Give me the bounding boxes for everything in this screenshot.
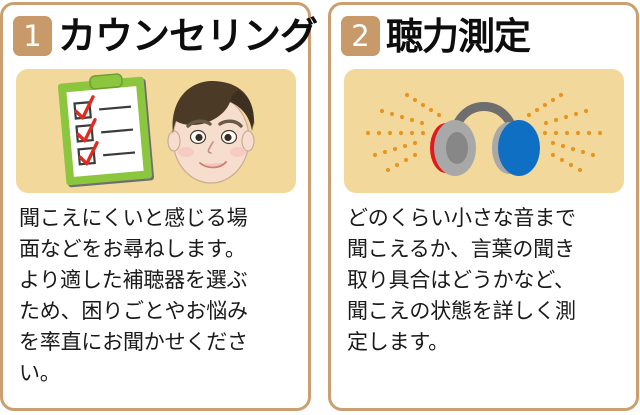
card-2-title: 聴力測定 [386,14,531,58]
hearing-test-illustration [343,69,624,193]
step-card-1: 1 カウンセリング [0,2,318,411]
clipboard-icon [57,73,154,188]
sound-rays-left-icon [365,92,441,173]
card-2-header: 2 聴力測定 [331,5,636,67]
card-1-body: 聞こえにくいと感じる場 面などをお尋ねします。 より適した補聴器を選ぶ ため、困… [19,206,248,385]
step-number-badge-2: 2 [341,16,380,56]
card-1-title: カウンセリング [58,14,318,58]
counseling-illustration [15,69,296,193]
headphones-icon [429,102,540,176]
card-2-body: どのくらい小さな音まで 聞こえるか、言葉の聞き 取り具合はどうかなど、 聞こえの… [347,206,576,354]
card-1-header: 1 カウンセリング [3,5,318,67]
sound-rays-right-icon [526,92,602,173]
person-face-icon [166,80,255,184]
step-card-2: 2 聴力測定 [328,2,639,411]
step-number-badge-1: 1 [13,16,52,56]
